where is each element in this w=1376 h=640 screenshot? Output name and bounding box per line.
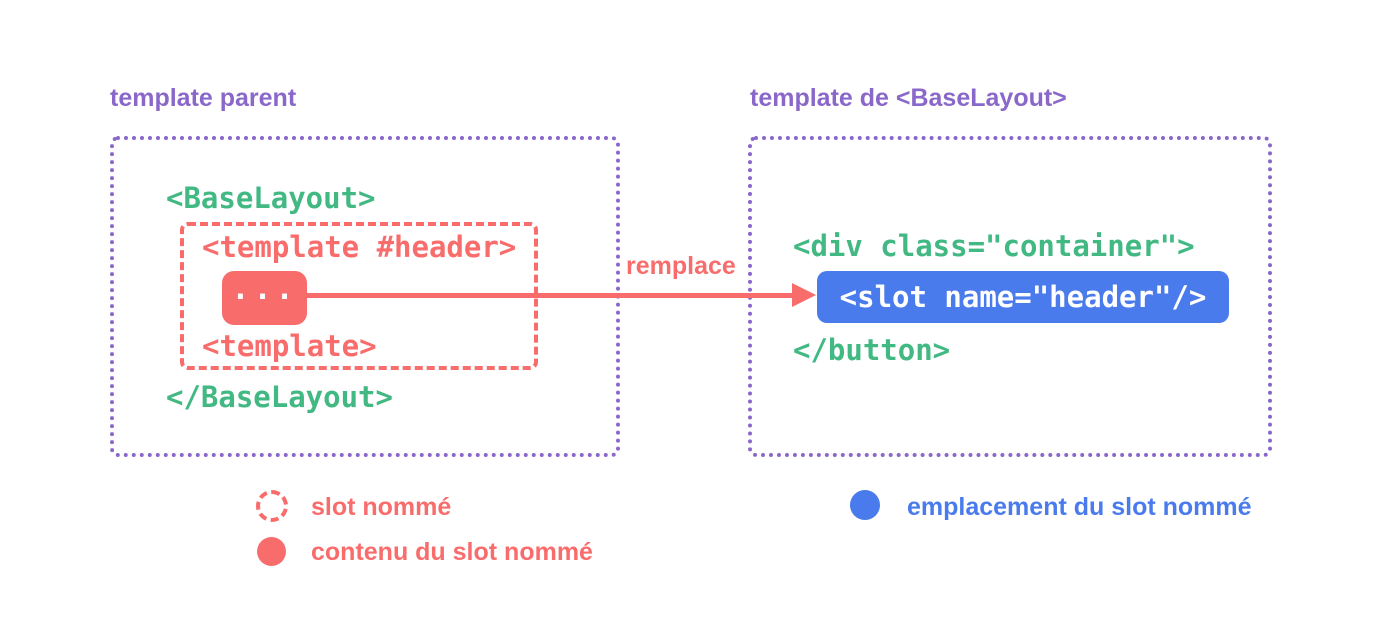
- legend-swatch-named-slot: [256, 490, 288, 522]
- legend-label-slot-placement: emplacement du slot nommé: [907, 493, 1252, 521]
- legend-label-slot-content: contenu du slot nommé: [311, 538, 593, 566]
- legend-swatch-slot-content: [257, 537, 286, 566]
- legend-label-named-slot: slot nommé: [311, 493, 452, 521]
- baselayout-close-tag: </BaseLayout>: [166, 380, 393, 414]
- slot-tag-text: <slot name="header"/>: [839, 279, 1207, 314]
- button-close-tag: </button>: [793, 333, 951, 367]
- div-container-open-tag: <div class="container">: [793, 229, 1195, 263]
- slot-placement-chip: <slot name="header"/>: [817, 271, 1229, 323]
- left-panel-title: template parent: [110, 84, 297, 112]
- legend-swatch-slot-placement: [850, 490, 880, 520]
- arrow-label: remplace: [626, 252, 736, 280]
- template-header-open-tag: <template #header>: [202, 230, 517, 264]
- ellipsis-placeholder: ...: [231, 271, 298, 307]
- replace-arrow-line: [307, 293, 794, 298]
- slot-content-chip: ...: [222, 271, 307, 325]
- right-panel-title: template de <BaseLayout>: [750, 84, 1067, 112]
- baselayout-open-tag: <BaseLayout>: [166, 181, 376, 215]
- replace-arrow-head: [792, 283, 816, 307]
- template-close-tag: <template>: [202, 329, 377, 363]
